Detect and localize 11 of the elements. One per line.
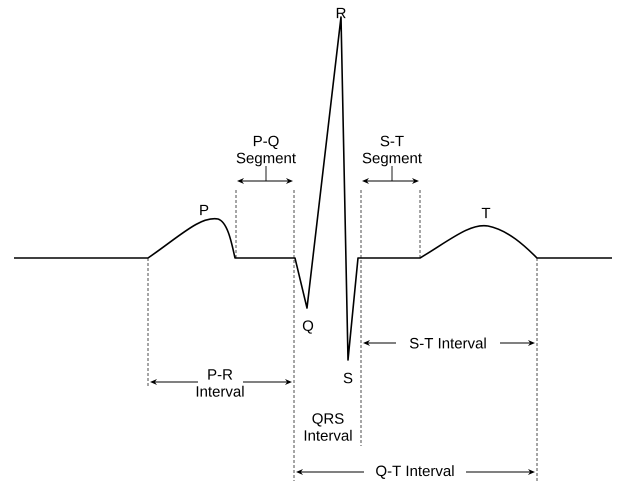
interval-label: Q-T Interval [376,465,454,479]
wave-label: P [200,204,208,216]
interval-label: QRS Interval [304,413,352,441]
wave-label: T [482,208,490,218]
wave-label: S [344,372,352,384]
segment-label: P-Q Segment [236,136,296,166]
interval-label: P-R Interval [196,369,244,397]
wave-label: Q [302,320,314,334]
interval-label: S-T Interval [410,338,486,348]
segment-label: S-T Segment [362,136,422,166]
wave-label: R [336,8,346,18]
